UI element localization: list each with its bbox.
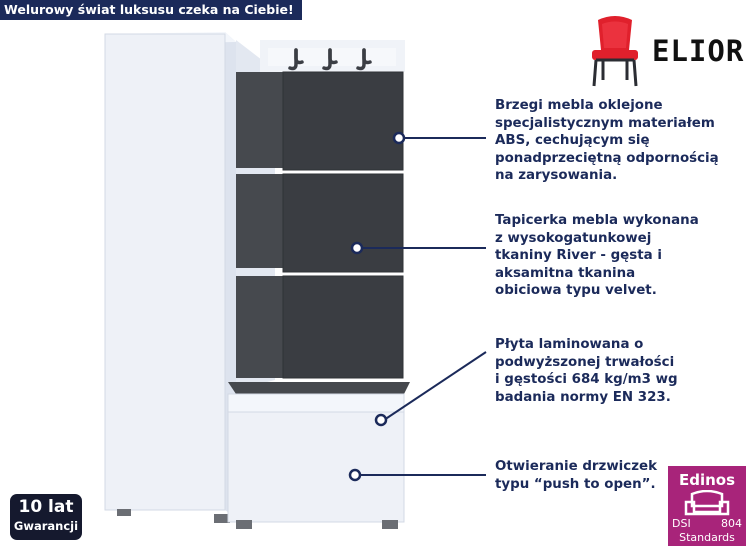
coat-hooks <box>288 48 372 71</box>
warranty-label: Gwarancji <box>13 519 79 533</box>
wardrobe-foot-right <box>214 514 230 523</box>
feature-push-to-open: Otwieranie drzwiczek typu “push to open”… <box>495 459 657 492</box>
velvet-seat <box>228 382 410 394</box>
edinos-number: 804 <box>721 517 742 530</box>
feature-laminated-board: Płyta laminowana o podwyższonej trwałośc… <box>495 337 678 405</box>
armchair-icon <box>684 490 730 516</box>
edinos-standards: Standards <box>679 531 735 544</box>
edinos-name: Edinos <box>678 471 736 489</box>
callout-dots <box>348 131 406 482</box>
edinos-dsi: DSI <box>672 517 691 530</box>
bench-foot-left <box>236 520 252 529</box>
promo-banner: Welurowy świat luksusu czeka na Ciebie! <box>0 0 302 20</box>
bench-foot-right <box>382 520 398 529</box>
edinos-standards-badge: Edinos DSI 804 Standards <box>668 466 746 546</box>
wardrobe-door <box>104 33 226 511</box>
wardrobe-foot-left <box>117 509 131 516</box>
warranty-years: 10 lat <box>18 497 74 517</box>
brand-name: ELIOR <box>652 34 745 68</box>
brand-logo: ELIOR <box>580 14 743 94</box>
feature-velvet-upholstery: Tapicerka mebla wykonana z wysokogatunko… <box>495 213 699 298</box>
promo-banner-text: Welurowy świat luksusu czeka na Ciebie! <box>4 2 294 17</box>
warranty-badge: 10 lat Gwarancji <box>10 494 82 540</box>
velvet-panels <box>236 71 404 379</box>
chair-icon <box>592 16 638 87</box>
bench-top <box>227 393 405 413</box>
bench-door <box>227 411 405 523</box>
callout-lines <box>356 137 487 476</box>
feature-edges-abs: Brzegi mebla oklejone specjalistycznym m… <box>495 98 719 183</box>
